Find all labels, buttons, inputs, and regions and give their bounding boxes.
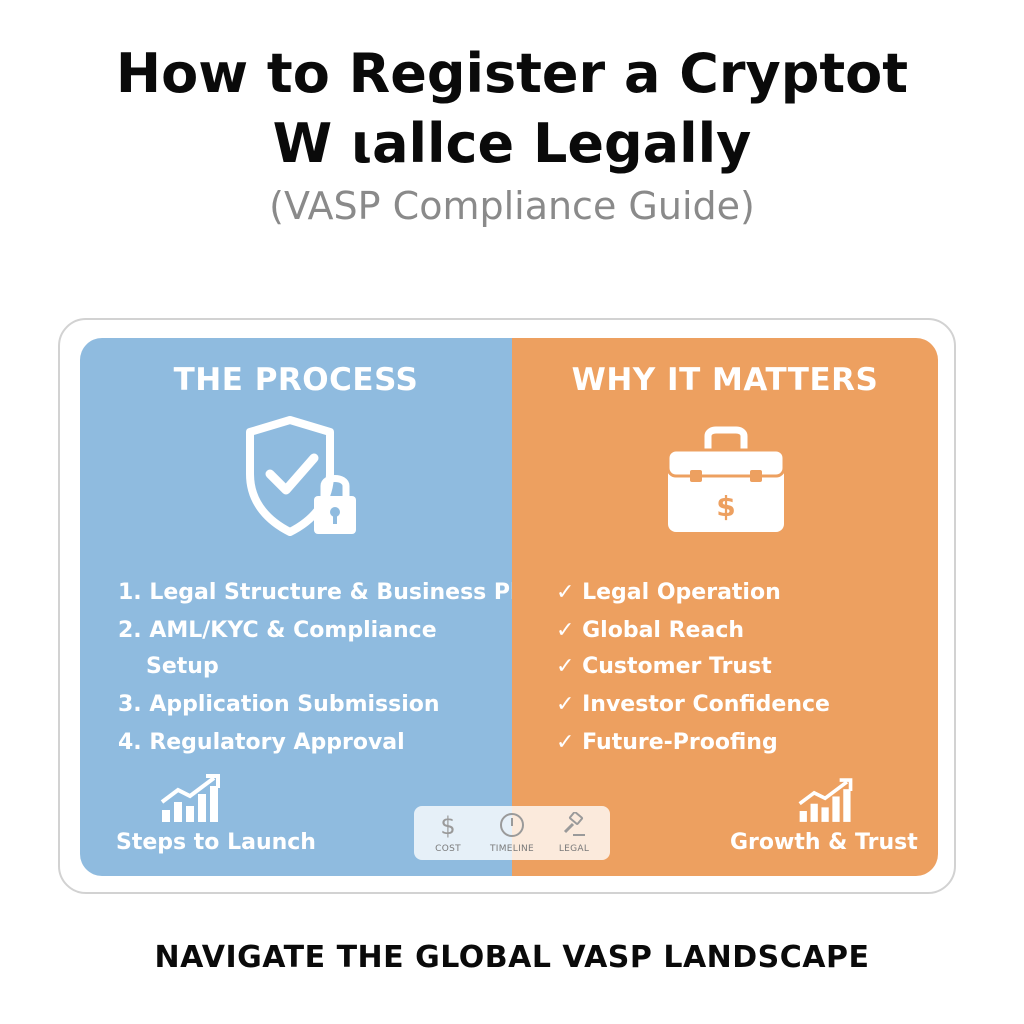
svg-text:$: $ — [440, 812, 455, 838]
page-subtitle: (VASP Compliance Guide) — [269, 184, 755, 228]
badge-label: LEGAL — [558, 844, 590, 854]
badge-item-cost: $ COST — [418, 812, 478, 854]
list-item: ✓ Investor Confidence — [556, 692, 830, 717]
badge-item-timeline: TIMELINE — [482, 812, 542, 854]
benefit-label: Legal Operation — [582, 580, 781, 605]
shield-check-lock-icon — [240, 412, 370, 542]
benefit-label: Future-Proofing — [582, 730, 778, 755]
why-it-matters-heading: WHY IT MATTERS — [571, 362, 879, 398]
list-item: 2. AML/KYC & Compliance — [118, 618, 437, 643]
process-heading: THE PROCESS — [173, 362, 419, 398]
briefcase-dollar-icon: $ — [664, 426, 788, 536]
check-icon: ✓ — [556, 730, 575, 755]
list-item: ✓ Customer Trust — [556, 654, 772, 679]
check-icon: ✓ — [556, 654, 575, 679]
check-icon: ✓ — [556, 692, 575, 717]
footer-tagline: NAVIGATE THE GLOBAL VASP LANDSCAPE — [154, 940, 870, 975]
badge-label: COST — [435, 844, 461, 854]
check-icon: ✓ — [556, 580, 575, 605]
badge-item-legal: LEGAL — [544, 811, 604, 854]
list-item: ✓ Legal Operation — [556, 580, 781, 605]
clock-icon — [500, 813, 524, 837]
list-item: ✓ Future-Proofing — [556, 730, 778, 755]
dollar-icon: $ — [440, 812, 455, 840]
steps-to-launch-label: Steps to Launch — [116, 830, 316, 855]
check-icon: ✓ — [556, 618, 575, 643]
process-panel: THE PROCESS 1. Legal Structure & Busines… — [80, 338, 548, 876]
list-item: ✓ Global Reach — [556, 618, 744, 643]
badge-label: TIMELINE — [489, 844, 535, 854]
list-item: 3. Application Submission — [118, 692, 440, 717]
list-item: Setup — [146, 654, 219, 679]
page-title-line-1: How to Register a Cryptot — [115, 42, 909, 105]
cost-timeline-legal-badge: $ COST TIMELINE LEGAL — [414, 806, 610, 860]
growth-chart-icon — [796, 778, 856, 828]
page-title-line-2: W ιallce Legally — [272, 112, 752, 175]
list-item: 4. Regulatory Approval — [118, 730, 405, 755]
svg-text:$: $ — [716, 490, 735, 523]
why-it-matters-panel: WHY IT MATTERS $ ✓ Legal Operation ✓ Glo… — [512, 338, 938, 876]
benefit-label: Customer Trust — [582, 654, 772, 679]
benefit-label: Investor Confidence — [582, 692, 830, 717]
benefit-label: Global Reach — [582, 618, 745, 643]
growth-chart-icon — [158, 774, 224, 828]
gavel-icon — [563, 811, 585, 836]
growth-trust-label: Growth & Trust — [730, 830, 918, 855]
list-item: 1. Legal Structure & Business Plan — [118, 580, 549, 605]
